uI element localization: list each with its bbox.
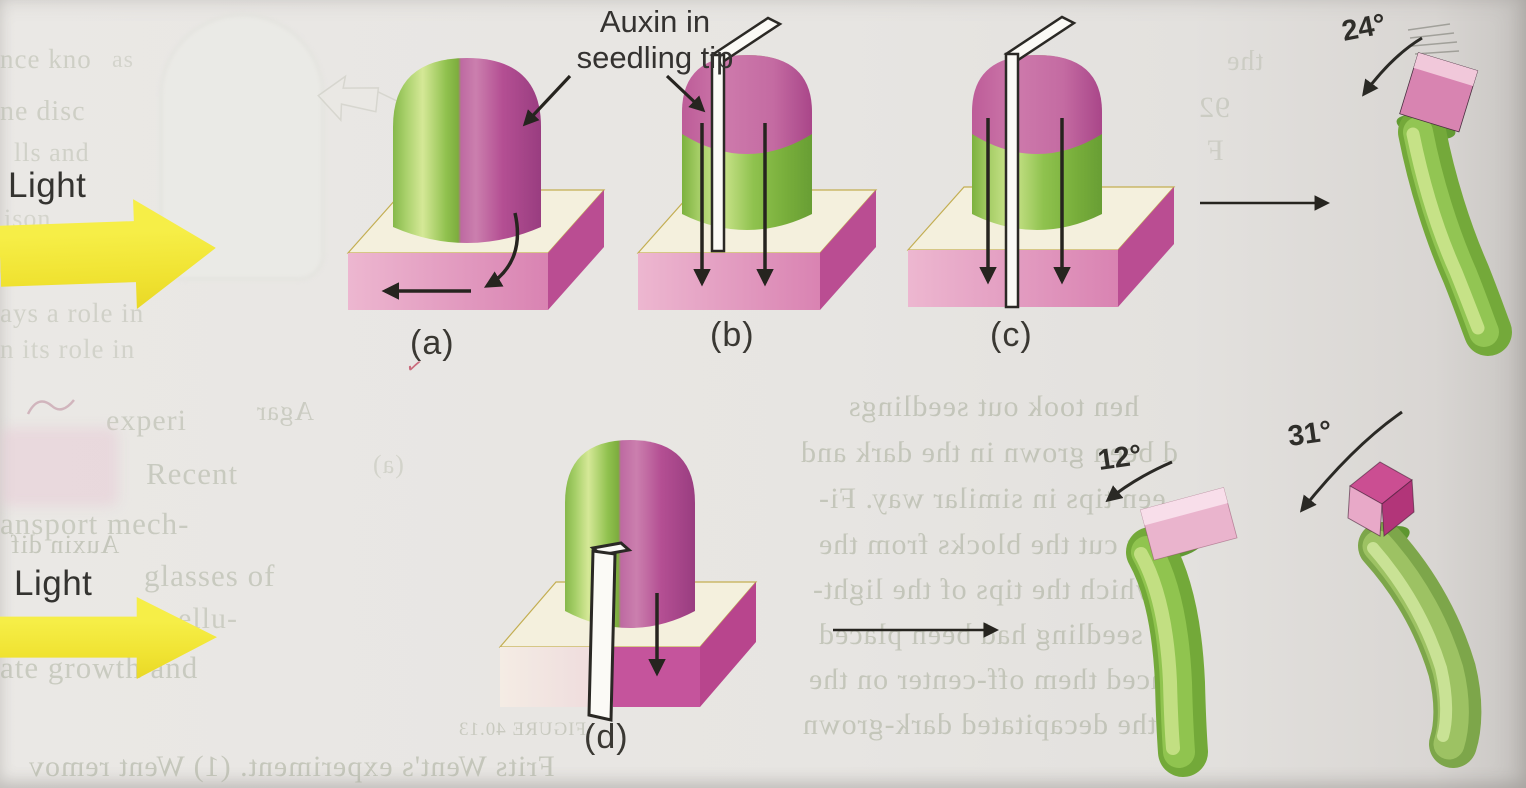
agar-block-on-tip-12 xyxy=(1140,487,1238,561)
panel-label-c: (c) xyxy=(990,316,1033,354)
angle-label-31: 31° xyxy=(1285,415,1334,453)
auxin-annotation-line1: Auxin in xyxy=(599,4,711,39)
result-seedling-31 xyxy=(1299,410,1482,768)
panel-label-b: (b) xyxy=(710,316,755,354)
seedling-tip-d xyxy=(565,440,695,628)
bleedthrough-text: lls and xyxy=(14,138,90,167)
bleedthrough-text: hen took out seedlings xyxy=(848,390,1140,423)
bleedthrough-text: the xyxy=(1226,46,1264,77)
mica-barrier-b xyxy=(709,16,783,253)
light-label-bottom: Light xyxy=(14,564,93,603)
panel-a-diagram xyxy=(346,58,606,310)
bleedthrough-text: glasses of xyxy=(144,558,276,593)
light-label-top: Light xyxy=(8,166,87,205)
bleedthrough-text: as xyxy=(112,47,134,73)
bleedthrough-text: Agar xyxy=(256,396,314,426)
agar-block-on-tip-24 xyxy=(1399,52,1479,133)
result-seedling-12 xyxy=(1105,460,1238,777)
auxin-cap-c xyxy=(972,55,1102,154)
angle-label-12: 12° xyxy=(1095,439,1144,477)
panel-b-diagram xyxy=(636,16,878,310)
seedling-tip-c xyxy=(972,55,1102,230)
bleedthrough-text: experi xyxy=(106,404,187,437)
stem-24 xyxy=(1398,108,1512,356)
seedling-tip-a xyxy=(393,58,541,243)
bleedthrough-pink-patch xyxy=(0,428,118,506)
result-arrow-top xyxy=(1200,195,1331,211)
bleedthrough-text: n its role in xyxy=(0,334,136,364)
panel-label-a: (a) xyxy=(410,324,455,362)
bleedthrough-text: Recent xyxy=(146,456,239,491)
stem-31 xyxy=(1358,522,1482,768)
bleedthrough-text: Frits Went's experiment. (1) Went remov xyxy=(28,750,555,783)
mica-barrier-c xyxy=(1003,15,1077,309)
bleedthrough-text: 92 xyxy=(1198,91,1230,124)
bleedthrough-text: F xyxy=(1206,134,1224,167)
agar-cube-on-tip-31 xyxy=(1347,461,1415,537)
bleedthrough-text: ays a role in xyxy=(0,298,145,328)
bend-angle-arrow-12 xyxy=(1105,460,1173,503)
annotation-leader-arrows xyxy=(522,74,706,127)
panel-d-diagram xyxy=(498,440,758,722)
auxin-annotation-line2: seedling tip xyxy=(576,39,734,75)
pen-squiggle-mark xyxy=(26,399,75,415)
stem-12 xyxy=(1126,527,1208,777)
bleedthrough-text: (a) xyxy=(372,450,404,479)
bend-angle-arrow-31 xyxy=(1299,410,1403,513)
bend-angle-arrow-24 xyxy=(1362,36,1423,97)
bleedthrough-text: Auxin dif xyxy=(10,530,120,559)
motion-hatch-lines-24 xyxy=(1407,23,1460,55)
result-seedling-24 xyxy=(1362,23,1512,356)
panel-c-diagram xyxy=(906,15,1176,309)
auxin-annotation: Auxin in seedling tip xyxy=(518,4,792,75)
auxin-flow-curved-arrow-a xyxy=(483,212,520,288)
mica-barrier-d xyxy=(587,541,633,722)
bleedthrough-text: ansport mech- xyxy=(0,506,190,541)
panel-label-d: (d) xyxy=(584,718,629,756)
result-arrow-bottom xyxy=(833,622,1000,638)
bleedthrough-text: nce kno xyxy=(0,44,92,74)
bleedthrough-text: ne disc xyxy=(0,96,86,127)
